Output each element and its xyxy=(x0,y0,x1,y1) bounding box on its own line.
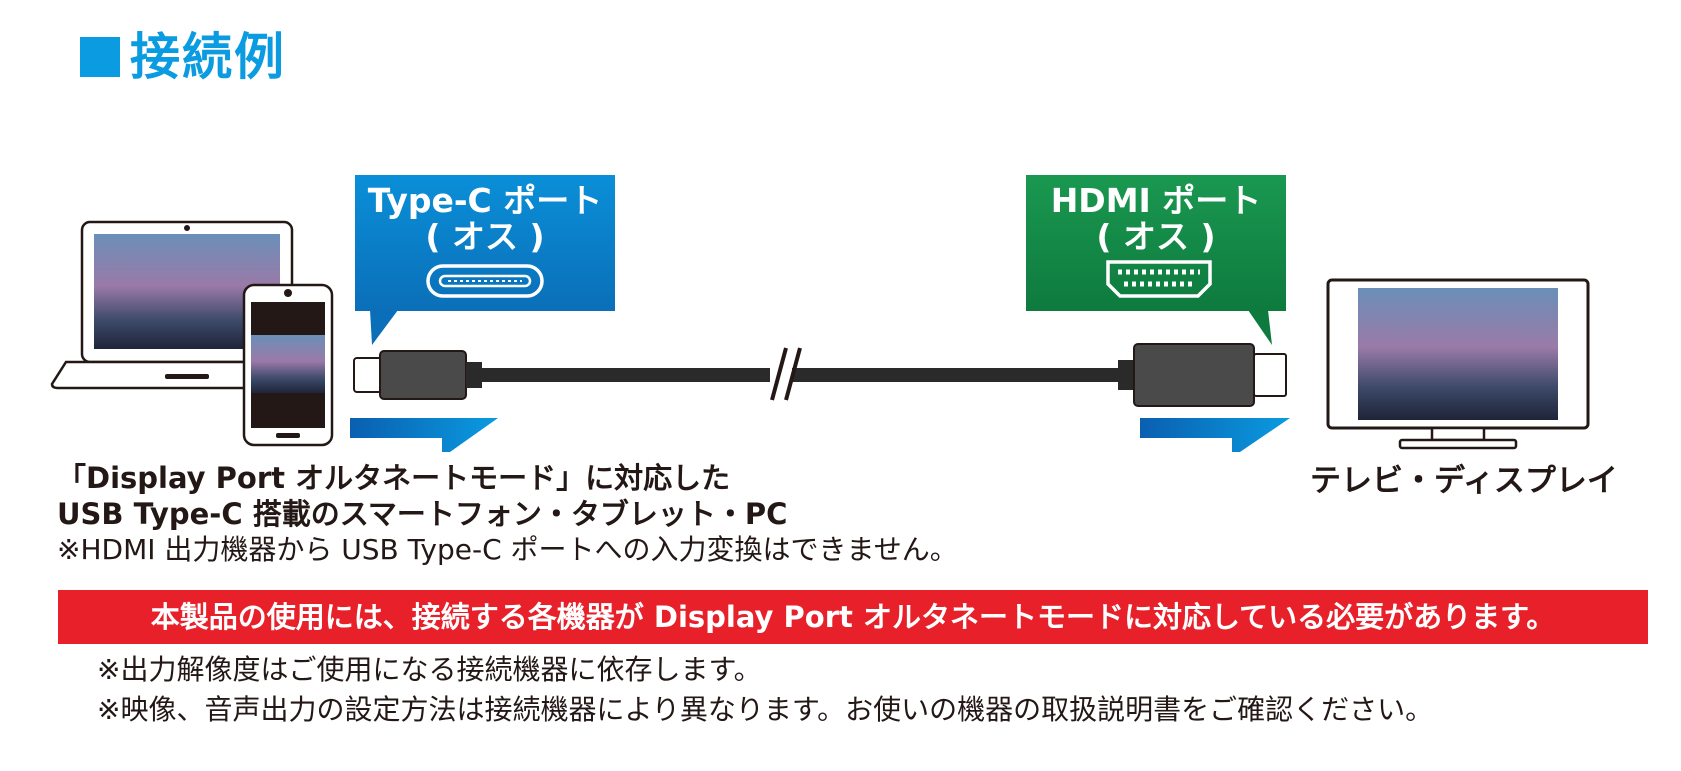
typec-callout: Type-C ポート ( オス ) xyxy=(355,175,615,311)
title-square-icon xyxy=(80,37,120,77)
hdmi-callout-pointer xyxy=(1248,310,1272,345)
laptop-icon xyxy=(50,220,324,390)
usb-c-connector xyxy=(353,350,482,400)
source-note: ※HDMI 出力機器から USB Type-C ポートへの入力変換はできません。 xyxy=(57,533,958,566)
sink-device-label: テレビ・ディスプレイ xyxy=(1310,463,1618,499)
typec-callout-title: Type-C ポート xyxy=(367,181,603,220)
source-device-label: 「Display Port オルタネートモード」に対応した USB Type-C… xyxy=(57,460,958,568)
footnote-1: ※出力解像度はご使用になる接続機器に依存します。 xyxy=(97,653,762,686)
hdmi-callout: HDMI ポート ( オス ) xyxy=(1026,175,1286,311)
typec-callout-pointer xyxy=(370,310,398,345)
smartphone-icon xyxy=(242,283,334,447)
page-title: 接続例 xyxy=(130,28,286,86)
typec-callout-subtitle: ( オス ) xyxy=(425,217,545,256)
requirement-banner: 本製品の使用には、接続する各機器が Display Port オルタネートモード… xyxy=(58,590,1648,644)
section-title: 接続例 xyxy=(80,32,286,82)
source-line-1: 「Display Port オルタネートモード」に対応した xyxy=(57,461,731,495)
hdmi-callout-subtitle: ( オス ) xyxy=(1096,217,1216,256)
hdmi-connector xyxy=(1118,343,1287,407)
tv-icon xyxy=(1326,278,1590,450)
hdmi-callout-title: HDMI ポート xyxy=(1050,181,1262,220)
direction-arrow-left xyxy=(350,418,498,452)
direction-arrow-right xyxy=(1140,418,1290,452)
source-line-2: USB Type-C 搭載のスマートフォン・タブレット・PC xyxy=(57,497,788,531)
footnotes: ※出力解像度はご使用になる接続機器に依存します。 ※映像、音声出力の設定方法は接… xyxy=(97,650,1433,730)
footnote-2: ※映像、音声出力の設定方法は接続機器により異なります。お使いの機器の取扱説明書を… xyxy=(97,693,1434,726)
cable xyxy=(480,347,1122,401)
